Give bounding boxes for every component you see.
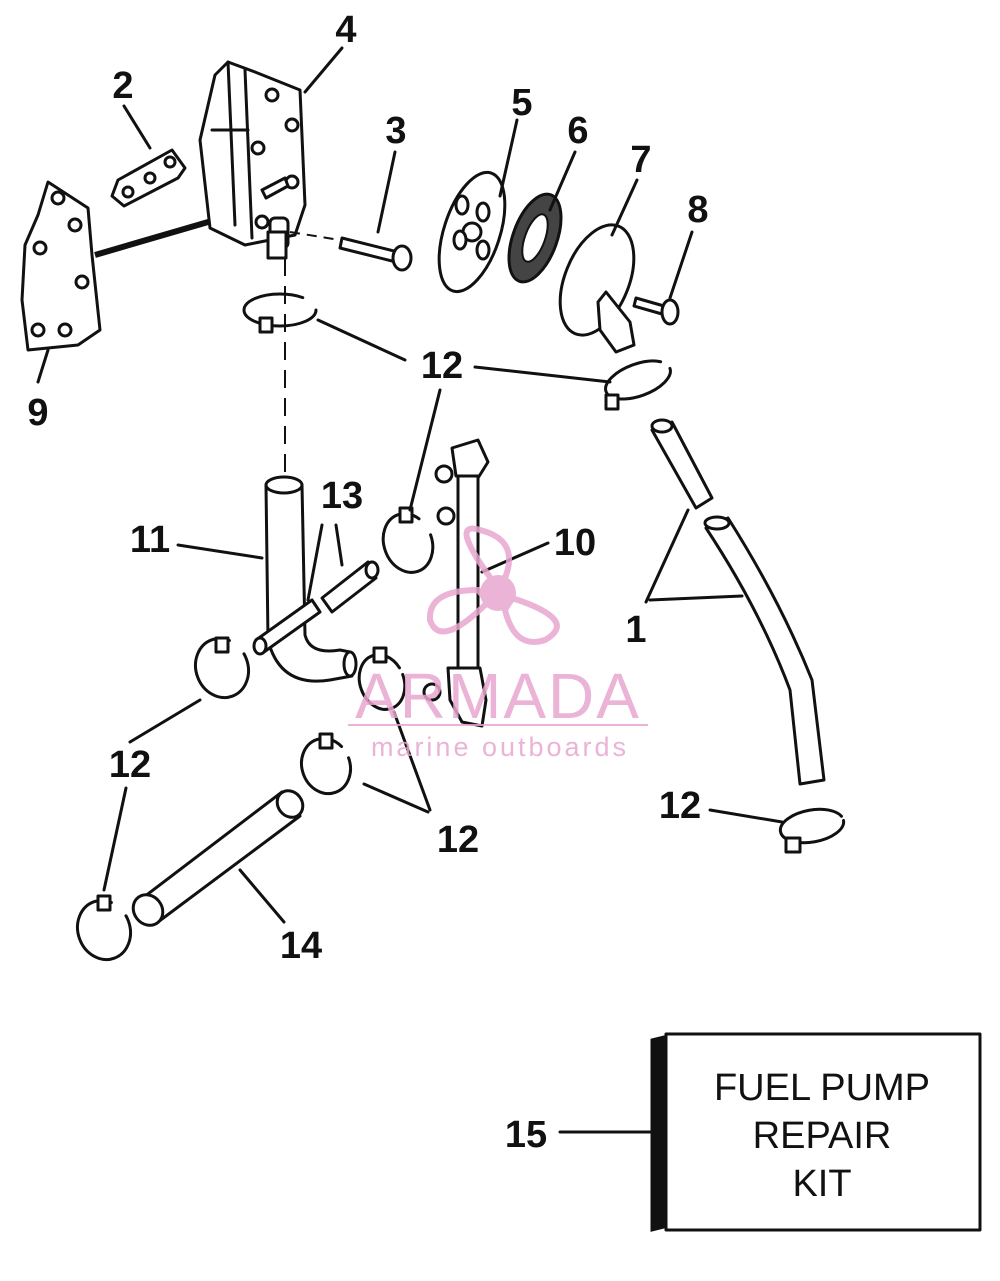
leader-lines [36,46,784,1134]
clamp-5 [357,646,407,711]
clamp-2 [604,359,672,411]
label-2: 2 [112,65,133,107]
screw-dashed-line [289,231,341,241]
part-2-plate [110,148,187,208]
label-6: 6 [567,110,588,152]
pump-fitting [266,230,288,260]
part-8-screw [632,296,680,326]
watermark-brand: ARMADA [355,660,641,732]
gasket-pump-link-line [94,217,216,258]
label-11: 11 [130,519,170,561]
label-10: 10 [554,522,596,564]
label-12-d: 12 [437,819,479,861]
clamp-7 [778,807,846,854]
kit-line-3: KIT [792,1163,851,1205]
part-14-hose [131,789,305,927]
part-7-cover [558,223,636,354]
part-15-repair-kit-box: FUEL PUMP REPAIR KIT [650,1032,982,1232]
label-8: 8 [687,189,708,231]
kit-line-1: FUEL PUMP [714,1067,930,1109]
watermark-tagline: marine outboards [371,732,629,762]
part-1-hose [650,418,826,786]
part-6-screen [507,192,563,284]
label-12-b: 12 [109,744,151,786]
part-9-gasket [20,180,102,352]
label-12-c: 12 [659,785,701,827]
label-4: 4 [335,9,356,51]
part-13-tubes [252,560,380,656]
label-3: 3 [385,110,406,152]
watermark: ARMADA marine outboards [348,525,648,762]
clamp-3 [381,506,435,574]
clamp-8 [76,894,132,962]
label-15: 15 [505,1114,547,1156]
label-7: 7 [630,139,651,181]
kit-line-2: REPAIR [753,1115,892,1157]
label-13: 13 [321,475,363,517]
part-4-fuel-pump [198,60,307,250]
label-12-a: 12 [421,345,463,387]
label-5: 5 [511,82,532,124]
clamp-6 [299,732,353,796]
part-5-valve-plate [437,170,507,294]
label-1: 1 [625,609,646,651]
clamp-4 [194,636,250,700]
label-14: 14 [280,925,322,967]
label-9: 9 [27,392,48,434]
watermark-rule [348,724,648,726]
clamp-1 [242,292,318,334]
propeller-logo-icon [426,525,560,645]
part-3-screw [338,236,413,272]
